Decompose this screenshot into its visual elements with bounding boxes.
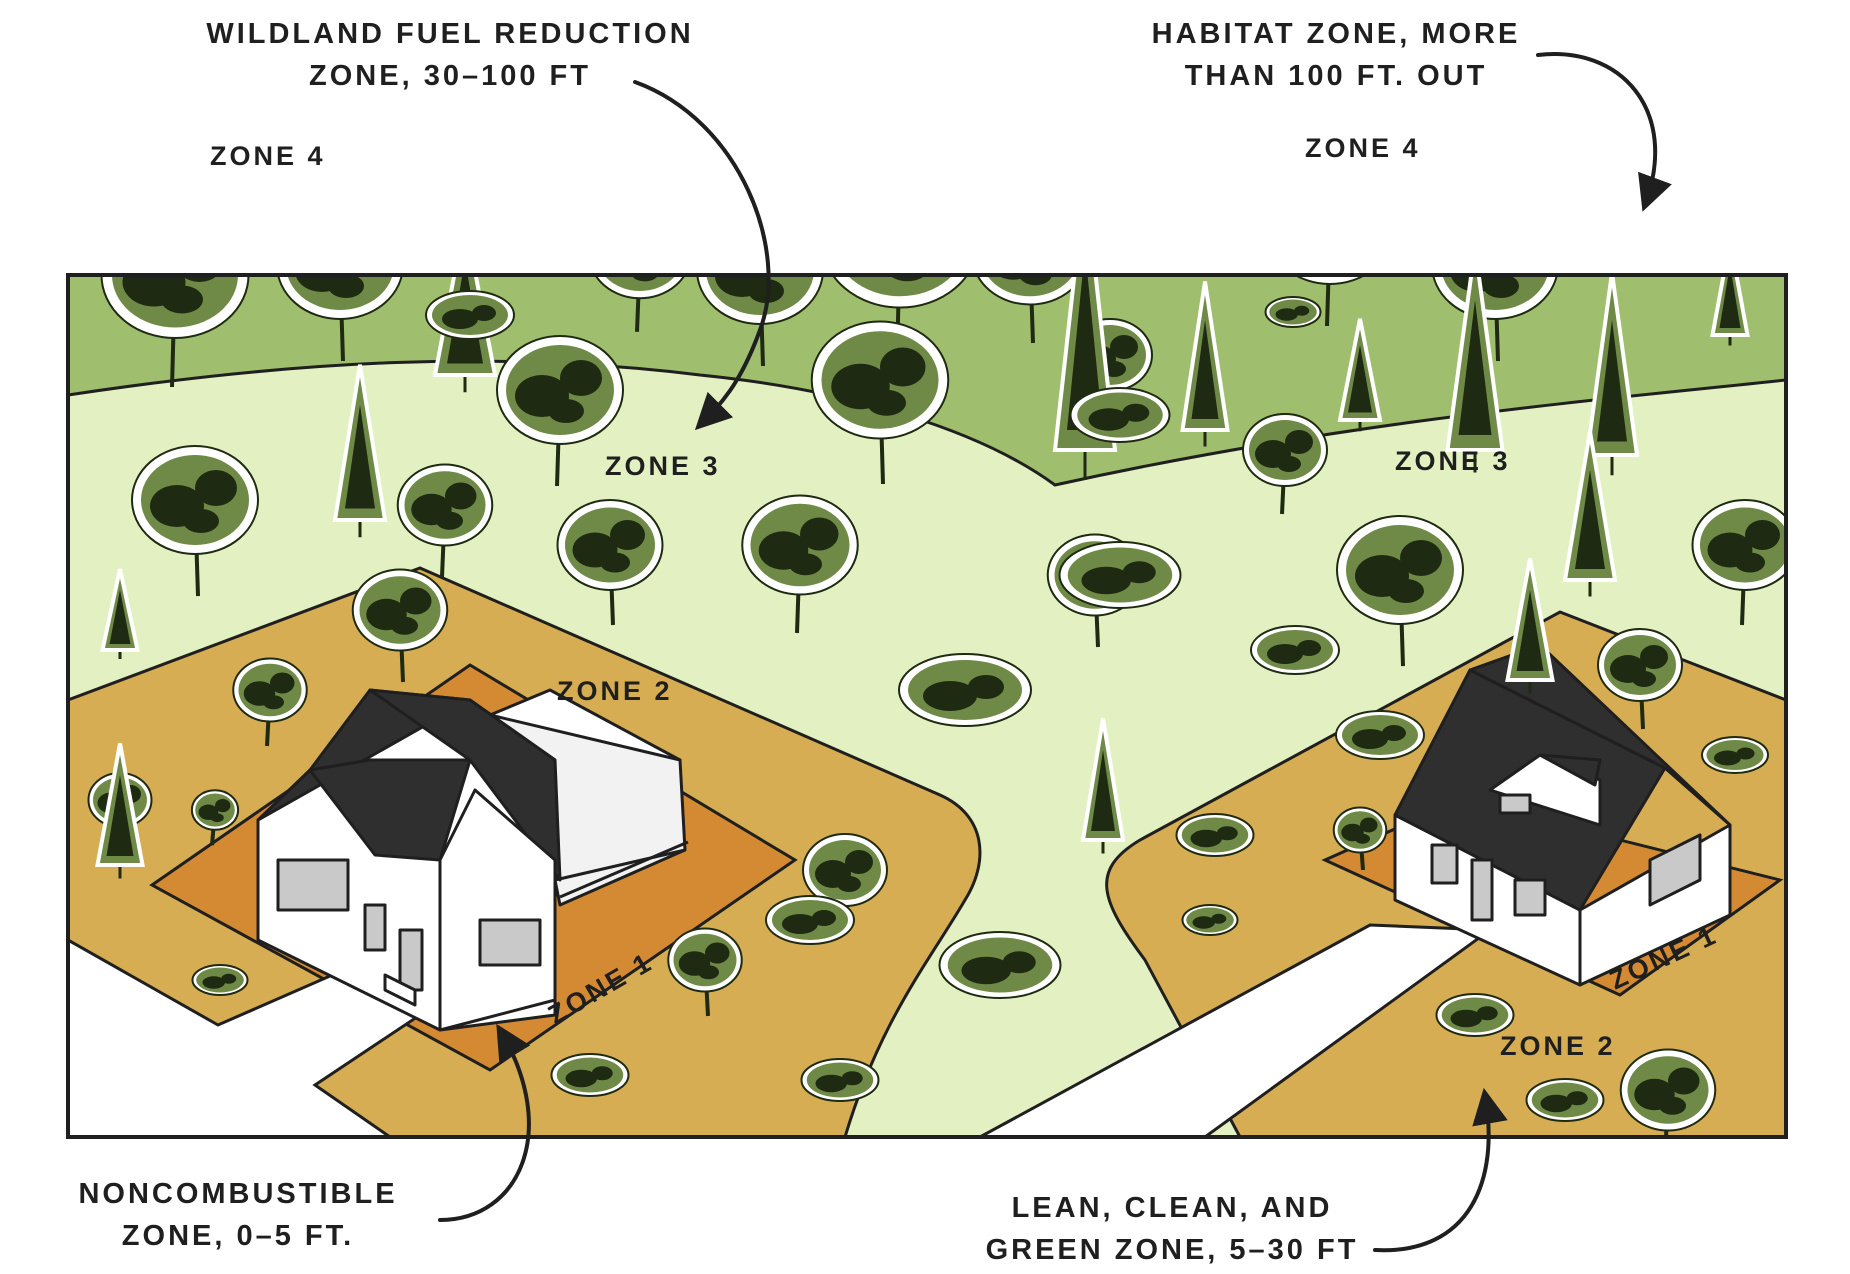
callout-wildland-line2: ZONE, 30–100 FT	[309, 60, 591, 92]
deciduous-tree	[696, 275, 824, 367]
arrow-habitat	[1536, 52, 1672, 212]
deciduous-tree	[131, 445, 259, 597]
conifer-tree	[1445, 275, 1505, 473]
conifer-tree	[1584, 275, 1640, 476]
callout-lean-clean-line1: LEAN, CLEAN, AND	[1012, 1192, 1333, 1224]
zone-label-zone2-right: ZONE 2	[1500, 1031, 1616, 1061]
deciduous-tree	[190, 789, 240, 846]
deciduous-tree	[810, 320, 950, 485]
deciduous-tree	[831, 275, 969, 361]
zone-label-zone4-left: ZONE 4	[210, 141, 326, 171]
shrub	[1058, 541, 1182, 609]
deciduous-tree	[1336, 515, 1464, 667]
conifer-tree	[95, 743, 145, 879]
deciduous-tree	[351, 568, 449, 683]
callout-lean-clean-line2: GREEN ZONE, 5–30 FT	[986, 1234, 1359, 1266]
zone-label-zone4-right: ZONE 4	[1305, 133, 1421, 163]
deciduous-tree	[1293, 275, 1367, 327]
shrub	[765, 895, 855, 945]
shrub	[1264, 296, 1322, 328]
shrub	[1335, 710, 1425, 760]
zone-label-zone3-right: ZONE 3	[1395, 446, 1511, 476]
conifer-tree	[332, 364, 388, 538]
deciduous-tree	[667, 927, 743, 1017]
conifer-tree	[1080, 718, 1126, 854]
left-house	[256, 688, 689, 1032]
deciduous-tree	[1691, 499, 1786, 626]
deciduous-tree	[556, 499, 664, 626]
right-house	[1393, 643, 1732, 987]
shrub	[425, 290, 515, 340]
conifer-tree	[1505, 558, 1555, 694]
deciduous-tree	[976, 275, 1084, 344]
shrub	[1181, 904, 1239, 936]
shrub	[1069, 387, 1171, 443]
tree-group	[87, 275, 1786, 1137]
shrub	[1435, 993, 1515, 1037]
deciduous-tree	[232, 657, 308, 747]
shrub	[550, 1053, 630, 1097]
conifer-tree	[1710, 275, 1750, 346]
conifer-tree	[1562, 431, 1618, 597]
shrub	[1175, 813, 1255, 857]
deciduous-tree	[1597, 628, 1683, 730]
deciduous-tree	[1242, 413, 1328, 515]
conifer-tree	[1337, 318, 1383, 432]
shrub	[1250, 625, 1340, 675]
shrub	[898, 653, 1032, 727]
deciduous-tree	[1332, 806, 1388, 871]
zone-label-zone3-left: ZONE 3	[605, 451, 721, 481]
zone-label-zone2-left: ZONE 2	[557, 676, 673, 706]
deciduous-tree	[741, 494, 859, 634]
scene-frame	[66, 273, 1788, 1139]
deciduous-tree	[277, 275, 403, 362]
conifer-tree	[1180, 281, 1230, 447]
shrub	[191, 964, 249, 996]
callout-noncombustible-line2: ZONE, 0–5 FT.	[122, 1220, 354, 1252]
deciduous-tree	[100, 275, 250, 388]
arrow-wildland	[633, 80, 771, 431]
callout-arrows	[438, 52, 1672, 1253]
callout-wildland-line1: WILDLAND FUEL REDUCTION	[206, 18, 693, 50]
arrow-lean-clean	[1373, 1087, 1508, 1253]
callout-habitat-line2: THAN 100 FT. OUT	[1185, 60, 1488, 92]
conifer-tree	[100, 568, 140, 659]
deciduous-tree	[802, 833, 888, 935]
shrub	[800, 1058, 880, 1102]
shrub	[938, 931, 1062, 999]
shrub	[1525, 1078, 1605, 1122]
deciduous-tree	[496, 335, 624, 487]
deciduous-tree	[396, 463, 494, 578]
arrow-noncombustible	[438, 1023, 531, 1222]
deciduous-tree	[1619, 1048, 1717, 1137]
callout-habitat-line1: HABITAT ZONE, MORE	[1152, 18, 1521, 50]
callout-noncombustible-line1: NONCOMBUSTIBLE	[78, 1178, 397, 1210]
landscape-scene: ZONE 3 ZONE 3 ZONE 2 ZONE 2 ZONE 1 ZONE …	[68, 275, 1786, 1137]
shrub	[1701, 736, 1769, 774]
